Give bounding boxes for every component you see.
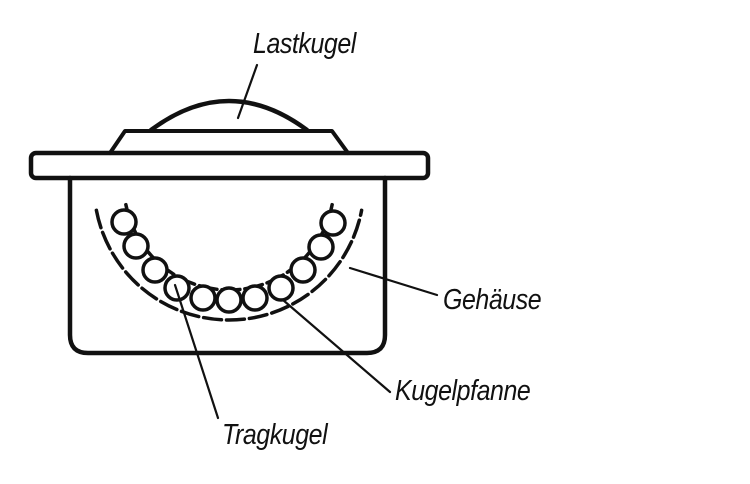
support-ball	[215, 286, 243, 314]
label-tragkugel: Tragkugel	[222, 419, 328, 451]
support-ball	[141, 256, 169, 284]
support-ball	[241, 284, 269, 312]
support-ball	[289, 256, 317, 284]
support-ball	[319, 209, 347, 237]
support-ball	[189, 284, 217, 312]
load-ball-dome	[148, 98, 310, 133]
leader-line-tragkugel	[173, 283, 220, 420]
label-kugelpfanne: Kugelpfanne	[395, 375, 531, 407]
flange	[28, 150, 431, 181]
leader-line-lastkugel	[236, 63, 259, 120]
leader-lines	[173, 63, 439, 420]
housing	[67, 175, 388, 356]
support-balls	[110, 208, 347, 314]
label-lastkugel: Lastkugel	[253, 28, 356, 60]
support-ball	[122, 232, 150, 260]
support-ball	[307, 233, 335, 261]
race-arc	[94, 208, 364, 322]
label-gehaeuse: Gehäuse	[443, 284, 542, 316]
support-ball	[267, 274, 295, 302]
collar	[108, 129, 350, 155]
support-ball	[110, 208, 138, 236]
leader-line-kugelpfanne	[281, 298, 392, 394]
leader-line-gehaeuse	[348, 266, 439, 297]
